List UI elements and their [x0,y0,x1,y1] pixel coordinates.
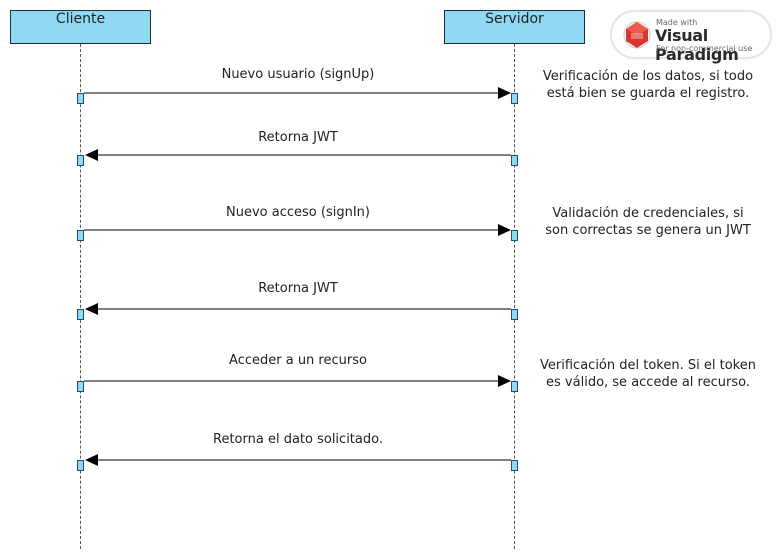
participant-cliente: Cliente [10,10,151,44]
message-label-4: Retorna JWT [258,281,338,296]
activation-cliente-3 [77,230,84,241]
note-2-line-1: Validación de credenciales, si [552,206,744,221]
arrow-6 [85,454,511,466]
activation-servidor-4 [511,309,518,320]
activation-cliente-5 [77,381,84,392]
message-label-6: Retorna el dato solicitado. [213,432,383,447]
note-3: Verificación del token. Si el token es v… [528,357,768,391]
message-label-3: Nuevo acceso (signIn) [226,205,370,220]
arrow-1 [84,87,511,99]
arrow-4 [85,303,511,315]
arrow-3 [84,224,511,236]
participant-servidor-label: Servidor [485,11,544,27]
note-1-line-1: Verificación de los datos, si todo [542,69,754,84]
activation-servidor-6 [511,460,518,471]
note-2-line-2: son correctas se genera un JWT [545,223,751,238]
activation-cliente-2 [77,155,84,166]
activation-servidor-5 [511,381,518,392]
lifeline-servidor [514,44,515,549]
note-3-line-2: es válido, se accede al recurso. [546,375,750,390]
badge-made-with: Made with [656,18,698,27]
participant-servidor: Servidor [444,10,585,44]
activation-servidor-3 [511,230,518,241]
activation-cliente-6 [77,460,84,471]
message-label-2: Retorna JWT [258,130,338,145]
visual-paradigm-badge: Made with Visual Paradigm For non-commer… [611,11,771,64]
arrow-5 [84,375,511,387]
lifeline-cliente [80,44,81,549]
note-1: Verificación de los datos, si todo está … [528,68,768,102]
note-1-line-2: está bien se guarda el registro. [546,86,750,101]
activation-servidor-2 [511,155,518,166]
message-label-5: Acceder a un recurso [229,353,367,368]
badge-noncommercial: For non-commercial use [656,44,753,53]
activation-cliente-1 [77,93,84,104]
badge-brand: Visual Paradigm [655,26,739,64]
arrow-2 [85,149,511,161]
activation-servidor-1 [511,93,518,104]
activation-cliente-4 [77,309,84,320]
visual-paradigm-logo-icon [623,21,651,49]
note-3-line-1: Verificación del token. Si el token [540,358,756,373]
participant-cliente-label: Cliente [55,11,106,27]
note-2: Validación de credenciales, si son corre… [528,205,768,239]
message-label-1: Nuevo usuario (signUp) [221,67,375,82]
